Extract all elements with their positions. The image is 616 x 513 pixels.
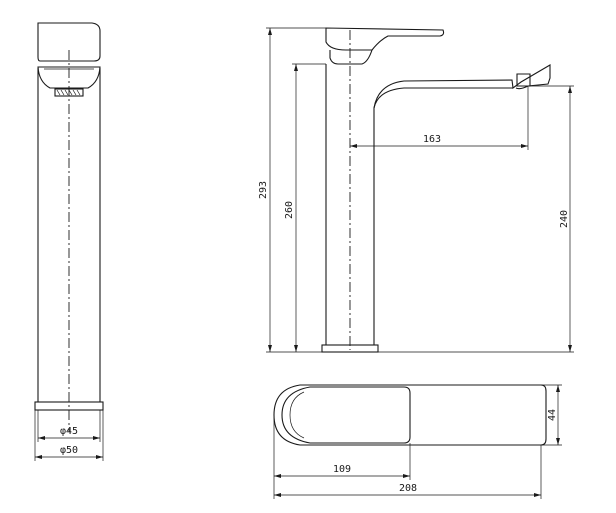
dim-reach-label: 163 — [423, 134, 441, 145]
dim-front-inner-label: φ45 — [60, 426, 78, 437]
dim-handle-depth-ext — [541, 384, 562, 446]
front-aerator-hatch — [56, 89, 81, 96]
top-handle-outline — [281, 386, 411, 444]
dim-overall-length-ext — [273, 445, 542, 499]
dim-body-height-label: 260 — [284, 201, 295, 219]
dim-handle-length-label: 109 — [333, 464, 351, 475]
side-base — [321, 344, 379, 353]
front-handle-outline — [37, 22, 101, 62]
dim-handle-depth-label: 44 — [547, 409, 558, 421]
top-view: 44 109 208 — [273, 384, 562, 499]
top-handle-inner — [289, 391, 305, 439]
front-view: φ45 φ50 — [34, 22, 104, 461]
front-cap-outline — [37, 66, 101, 89]
dim-front-outer-label: φ50 — [60, 445, 78, 456]
dim-handle-length-ext — [273, 415, 411, 480]
side-spout-underside — [373, 87, 513, 109]
side-view: 163 293 260 240 — [258, 27, 574, 353]
dim-total-height-ext — [266, 27, 326, 353]
dim-front-outer-ext — [34, 410, 104, 461]
side-body-right-edge-spout — [373, 64, 551, 345]
dim-outlet-height-ext — [378, 85, 574, 353]
dim-total-height-label: 293 — [258, 181, 269, 199]
side-handle-outline — [325, 27, 445, 51]
side-handle-lower — [329, 49, 373, 65]
dim-overall-length-label: 208 — [399, 483, 417, 494]
dim-front-inner-ext — [37, 410, 101, 442]
dim-outlet-height-label: 240 — [559, 210, 570, 228]
